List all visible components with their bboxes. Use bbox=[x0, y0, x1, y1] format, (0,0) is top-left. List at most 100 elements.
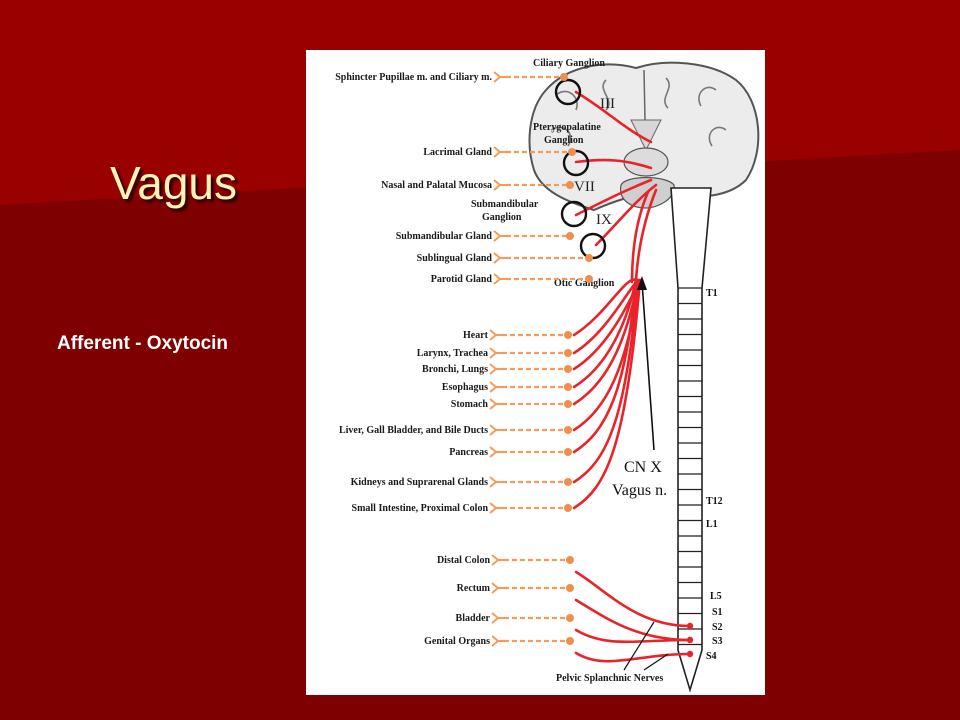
ganglion-dot bbox=[564, 349, 572, 357]
vagus-target-row-label: Liver, Gall Bladder, and Bile Ducts bbox=[339, 425, 488, 436]
segment-l1-label: L1 bbox=[706, 519, 718, 530]
ganglion-dot bbox=[566, 232, 574, 240]
vagus-trunk-fiber bbox=[634, 188, 658, 282]
vagus-target-row-label: Heart bbox=[463, 330, 489, 341]
cn-ix-label: IX bbox=[596, 212, 612, 228]
vagus-target-row: Esophagus bbox=[442, 278, 638, 393]
cranial-target-row: Parotid Gland bbox=[431, 273, 593, 285]
segment-t12-label: T12 bbox=[706, 496, 723, 507]
cranial-target-row: Nasal and Palatal Mucosa bbox=[381, 179, 574, 191]
vagus-target-row-label: Esophagus bbox=[442, 382, 488, 393]
pelvic-target-row-label: Rectum bbox=[457, 583, 491, 594]
cn-x-label: CN X bbox=[624, 459, 662, 476]
fiber-fork-mark bbox=[491, 635, 504, 647]
postganglionic-fiber bbox=[574, 651, 692, 663]
cn-iii-label: III bbox=[600, 96, 615, 112]
cranial-target-row-label: Parotid Gland bbox=[431, 274, 493, 285]
pelvic-pointer-line-1 bbox=[623, 621, 655, 671]
ganglion-dot bbox=[566, 614, 574, 622]
fiber-fork-mark bbox=[493, 179, 506, 191]
fiber-fork-mark bbox=[489, 381, 502, 393]
fiber-fork-mark bbox=[489, 502, 502, 514]
ganglion-dot bbox=[564, 504, 572, 512]
postganglionic-fiber bbox=[574, 628, 692, 644]
sacral-origin-dot bbox=[686, 622, 694, 630]
cranial-target-row: Lacrimal Gland bbox=[423, 146, 576, 158]
vagus-trunk-fiber bbox=[630, 190, 650, 284]
pelvic-target-row: Rectum bbox=[457, 582, 692, 642]
segment-l5-label: L5 bbox=[710, 591, 722, 602]
ganglion-dot bbox=[564, 365, 572, 373]
spinal-segment-lines bbox=[678, 287, 702, 646]
pelvic-target-row: Bladder bbox=[456, 612, 692, 644]
postganglionic-fiber bbox=[572, 278, 638, 389]
vagus-target-row-label: Small Intestine, Proximal Colon bbox=[352, 503, 489, 514]
cranial-target-row-label: Lacrimal Gland bbox=[423, 147, 492, 158]
fiber-fork-mark bbox=[489, 398, 502, 410]
pelvic-target-row-label: Distal Colon bbox=[437, 555, 491, 566]
pelvic-pointer-line-2 bbox=[643, 653, 669, 671]
ganglion-dot bbox=[560, 73, 568, 81]
fiber-fork-mark bbox=[493, 71, 506, 83]
fiber-fork-mark bbox=[489, 424, 502, 436]
vagus-target-row-label: Kidneys and Suprarenal Glands bbox=[351, 477, 488, 488]
segment-s2-label: S2 bbox=[712, 622, 723, 633]
fiber-fork-mark bbox=[493, 273, 506, 285]
vagus-target-row-label: Larynx, Trachea bbox=[417, 348, 488, 359]
diagram-svg: Ciliary Ganglion Pterygopalatine Ganglio… bbox=[335, 58, 760, 693]
postganglionic-fiber bbox=[574, 570, 692, 628]
submandibular-ganglion-label-2: Ganglion bbox=[482, 212, 522, 223]
otic-ganglion-label: Otic Ganglion bbox=[554, 278, 615, 289]
fiber-fork-mark bbox=[489, 363, 502, 375]
ciliary-ganglion-label: Ciliary Ganglion bbox=[533, 58, 605, 69]
ganglion-dot bbox=[564, 400, 572, 408]
pelvic-target-row: Genital Organs bbox=[424, 635, 692, 663]
pelvic-splanchnic-label: Pelvic Splanchnic Nerves bbox=[556, 673, 663, 684]
ganglion-dot bbox=[564, 383, 572, 391]
vagus-nerve-label: Vagus n. bbox=[612, 482, 667, 499]
cn-vii-label: VII bbox=[574, 179, 595, 195]
vagus-pointer-arrow bbox=[637, 276, 655, 451]
ganglion-dot bbox=[585, 254, 593, 262]
cranial-target-rows: Sphincter Pupillae m. and Ciliary m. Lacr… bbox=[335, 71, 593, 285]
vagus-target-row: Small Intestine, Proximal Colon bbox=[352, 278, 642, 514]
cranial-target-row: Sphincter Pupillae m. and Ciliary m. bbox=[335, 71, 568, 83]
cranial-target-row-label: Sphincter Pupillae m. and Ciliary m. bbox=[335, 72, 492, 83]
pterygopalatine-ganglion-label-2: Ganglion bbox=[544, 135, 584, 146]
vagus-target-row: Kidneys and Suprarenal Glands bbox=[351, 278, 640, 488]
fiber-fork-mark bbox=[491, 582, 504, 594]
ganglion-dot bbox=[568, 148, 576, 156]
ganglion-dot bbox=[566, 637, 574, 645]
fiber-fork-mark bbox=[489, 329, 502, 341]
vagus-target-row: Larynx, Trachea bbox=[417, 278, 640, 359]
fiber-fork-mark bbox=[489, 476, 502, 488]
postganglionic-fiber bbox=[572, 278, 640, 484]
vagus-target-row: Pancreas bbox=[449, 278, 638, 458]
sacral-origin-dot bbox=[686, 636, 694, 644]
postganglionic-fiber bbox=[572, 278, 642, 510]
pelvic-target-row: Distal Colon bbox=[437, 554, 692, 628]
slide-title: Vagus bbox=[110, 157, 238, 209]
postganglionic-fiber bbox=[572, 278, 638, 454]
slide-subtitle: Afferent - Oxytocin bbox=[57, 333, 229, 354]
postganglionic-fiber bbox=[574, 598, 692, 642]
fiber-fork-mark bbox=[493, 230, 506, 242]
fiber-fork-mark bbox=[489, 446, 502, 458]
cranial-target-row: Sublingual Gland bbox=[417, 252, 593, 264]
cranial-target-row-label: Sublingual Gland bbox=[417, 253, 493, 264]
ganglion-dot bbox=[566, 181, 574, 189]
segment-t1-label: T1 bbox=[706, 288, 718, 299]
ganglion-dot bbox=[564, 478, 572, 486]
ganglion-dot bbox=[566, 584, 574, 592]
sacral-origin-dot bbox=[686, 650, 694, 658]
ganglion-dot bbox=[564, 426, 572, 434]
spinal-cord bbox=[670, 187, 712, 693]
ganglion-circles bbox=[554, 78, 607, 260]
vagus-target-row-label: Stomach bbox=[451, 399, 489, 410]
pelvic-target-row-label: Bladder bbox=[456, 613, 491, 624]
ganglion-dot bbox=[566, 556, 574, 564]
cranial-target-row-label: Submandibular Gland bbox=[396, 231, 493, 242]
parasympathetic-diagram: Ciliary Ganglion Pterygopalatine Ganglio… bbox=[306, 50, 765, 695]
fiber-fork-mark bbox=[493, 252, 506, 264]
